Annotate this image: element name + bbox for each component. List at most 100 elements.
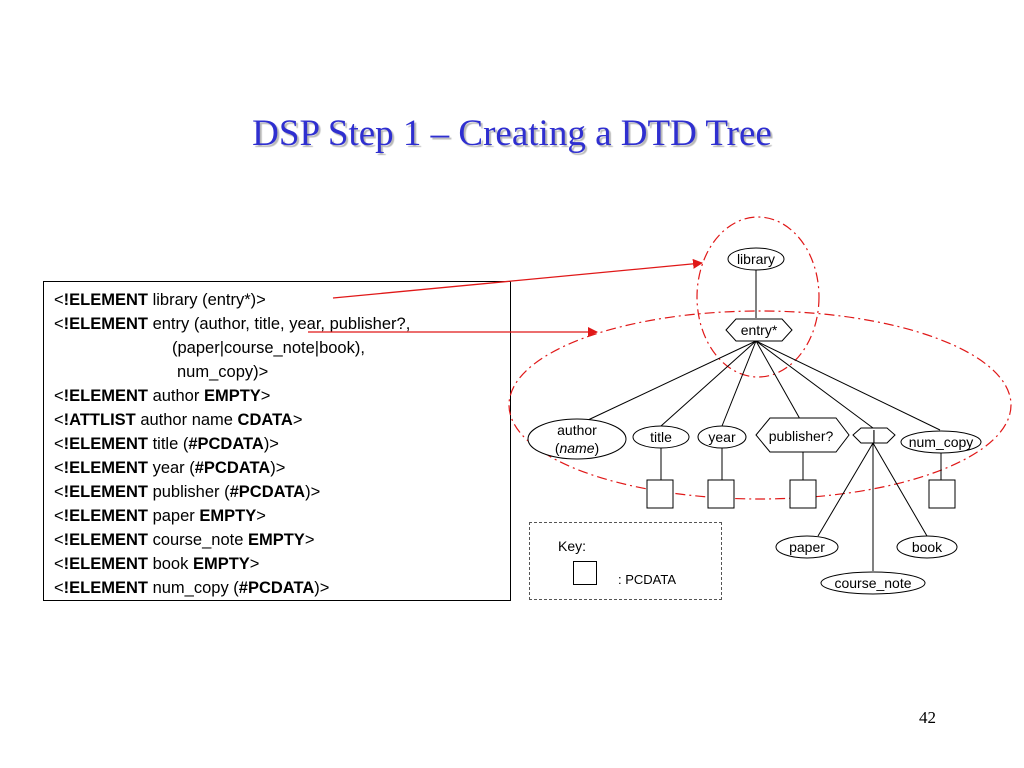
num-copy-node	[900, 430, 982, 454]
year-node	[697, 425, 747, 449]
course-note-node-label: course_note	[834, 575, 911, 591]
dtd-text: library (entry*)>	[147, 291, 266, 309]
title-node	[632, 425, 690, 449]
dtd-keyword: !ELEMENT	[63, 579, 148, 597]
dtd-text: >	[249, 555, 260, 573]
dtd-keyword: EMPTY	[247, 531, 305, 549]
key-label: Key:	[558, 538, 587, 554]
dtd-text: )>	[314, 579, 330, 597]
title-pcdata-box	[646, 479, 674, 509]
dtd-text: >	[304, 531, 315, 549]
dtd-text: <	[54, 555, 64, 573]
dtd-text: num_copy (	[147, 579, 239, 597]
dtd-text: >	[256, 507, 266, 525]
dtd-keyword: EMPTY	[199, 507, 257, 525]
dtd-line-entry-cont1: (paper|course_note|book),	[172, 339, 365, 357]
tree-edges	[587, 270, 942, 571]
dtd-line-course-note: <!ELEMENT course_note EMPTY>	[54, 528, 510, 552]
dtd-line-entry: <!ELEMENT entry (author, title, year, pu…	[54, 312, 510, 336]
paper-node	[775, 535, 839, 559]
dtd-line-publisher: <!ELEMENT publisher (#PCDATA)>	[54, 480, 510, 504]
publisher-node	[755, 417, 850, 453]
dtd-text: )>	[270, 459, 286, 477]
author-node-label: author	[557, 422, 597, 438]
pcdata-key-text: : PCDATA	[618, 572, 677, 587]
dtd-text: <	[54, 531, 64, 549]
author-attr-close: )	[595, 440, 600, 456]
dtd-text: course_note	[147, 531, 248, 549]
num-copy-node-label: num_copy	[909, 434, 974, 450]
dtd-text: <	[54, 291, 64, 309]
course-note-node	[820, 571, 926, 595]
library-node-label: library	[737, 251, 775, 267]
dtd-keyword: #PCDATA	[194, 459, 271, 477]
slide-title: DSP Step 1 – Creating a DTD Tree	[252, 113, 772, 154]
title-node-label: title	[650, 429, 672, 445]
dtd-line-book: <!ELEMENT book EMPTY>	[54, 552, 510, 576]
dtd-line-library: <!ELEMENT library (entry*)>	[54, 288, 510, 312]
entry-node-label: entry*	[741, 322, 778, 338]
author-attr-open: (	[555, 440, 560, 456]
dtd-keyword: EMPTY	[192, 555, 250, 573]
dtd-keyword: !ELEMENT	[63, 483, 148, 501]
dtd-keyword: EMPTY	[203, 387, 261, 405]
dtd-keyword: !ELEMENT	[63, 291, 148, 309]
dtd-keyword: !ELEMENT	[63, 387, 148, 405]
dtd-text: book	[147, 555, 193, 573]
dtd-text: <	[54, 315, 64, 333]
dtd-text: author	[147, 387, 204, 405]
dtd-line-paper: <!ELEMENT paper EMPTY>	[54, 504, 510, 528]
dtd-line-entry-cont2: num_copy)>	[177, 363, 269, 381]
dtd-text: <	[54, 411, 64, 429]
dtd-text: <	[54, 483, 64, 501]
dtd-text: <	[54, 435, 64, 453]
dtd-text: title (	[147, 435, 189, 453]
entry-node	[725, 318, 793, 342]
dtd-keyword: #PCDATA	[188, 435, 264, 453]
dtd-keyword: !ELEMENT	[63, 459, 148, 477]
library-pointer-arrow	[332, 258, 703, 299]
choice-node	[852, 427, 896, 444]
dtd-keyword: !ELEMENT	[63, 315, 148, 333]
dtd-text: <	[54, 579, 64, 597]
dtd-text: )>	[263, 435, 279, 453]
dtd-text: )>	[305, 483, 321, 501]
entry-children-highlight-ellipse	[508, 310, 1012, 500]
publisher-node-label: publisher?	[769, 428, 834, 444]
dtd-keyword: !ELEMENT	[63, 435, 148, 453]
pcdata-key-square	[573, 561, 597, 585]
dtd-text: author name	[135, 411, 238, 429]
dtd-text: entry (author, title, year, publisher?,	[147, 315, 411, 333]
dtd-line-title: <!ELEMENT title (#PCDATA)>	[54, 432, 510, 456]
dtd-keyword: !ATTLIST	[63, 411, 136, 429]
dtd-text: <	[54, 459, 64, 477]
book-node	[896, 535, 958, 559]
author-node	[527, 418, 627, 460]
year-node-label: year	[708, 429, 736, 445]
num-copy-pcdata-box	[928, 479, 956, 509]
dtd-keyword: !ELEMENT	[63, 555, 148, 573]
dtd-keyword: #PCDATA	[229, 483, 306, 501]
legend-key-box: Key: : PCDATA	[529, 522, 722, 600]
year-pcdata-box	[707, 479, 735, 509]
author-attr-name: name	[559, 440, 594, 456]
dtd-declarations-box: <!ELEMENT library (entry*)> <!ELEMENT en…	[43, 281, 511, 601]
book-node-label: book	[912, 539, 943, 555]
dtd-line-year: <!ELEMENT year (#PCDATA)>	[54, 456, 510, 480]
dtd-text: >	[260, 387, 271, 405]
dtd-keyword: #PCDATA	[238, 579, 315, 597]
dtd-keyword: CDATA	[237, 411, 293, 429]
dtd-text: year (	[147, 459, 195, 477]
choice-node-label: |	[872, 427, 876, 443]
author-attribute-label: (name)	[555, 440, 599, 456]
library-node	[727, 247, 785, 271]
dtd-text: <	[54, 507, 64, 525]
dtd-line-attlist: <!ATTLIST author name CDATA>	[54, 408, 510, 432]
dtd-keyword: !ELEMENT	[63, 531, 148, 549]
dtd-text: <	[54, 387, 64, 405]
paper-node-label: paper	[789, 539, 825, 555]
dtd-text: publisher (	[147, 483, 230, 501]
dtd-line-num-copy: <!ELEMENT num_copy (#PCDATA)>	[54, 576, 510, 600]
dtd-text: paper	[147, 507, 200, 525]
